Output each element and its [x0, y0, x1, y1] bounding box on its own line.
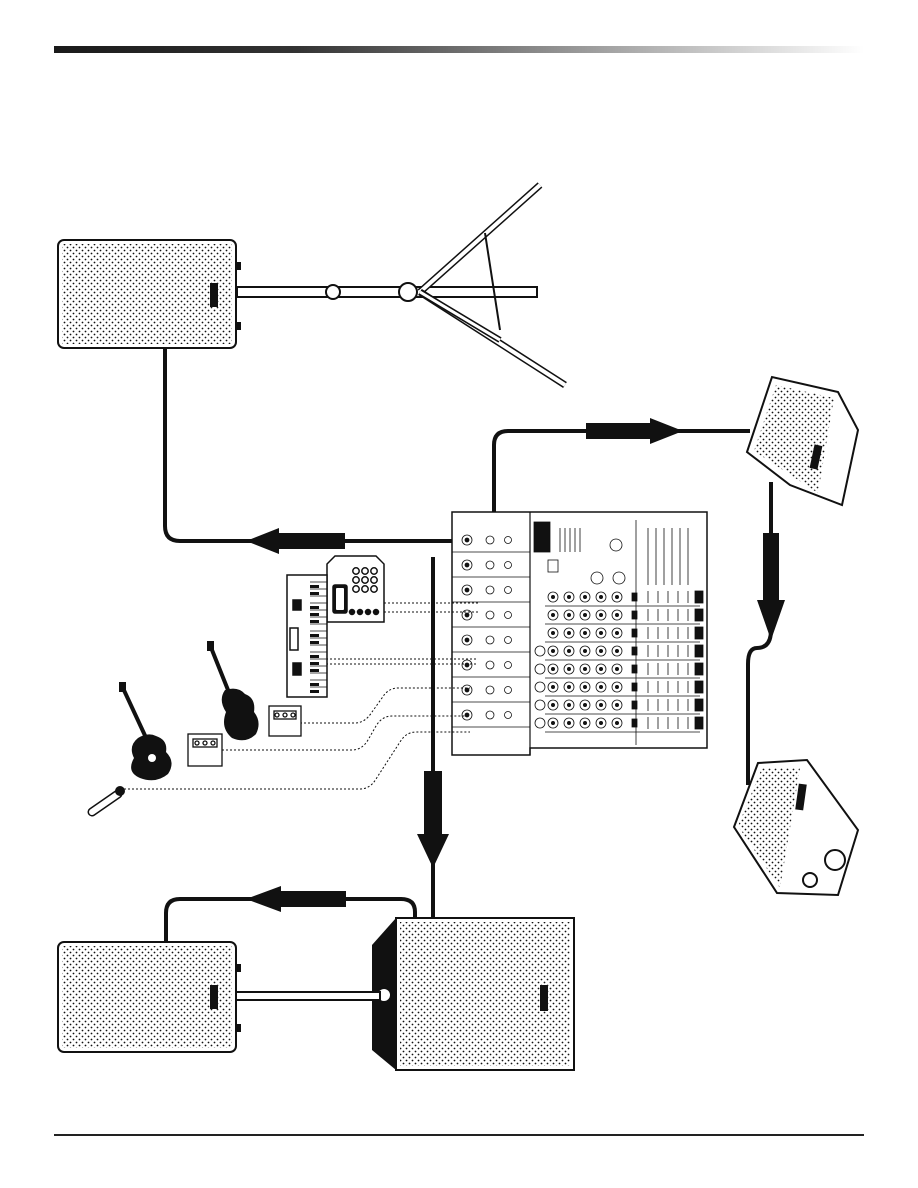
footer-rule	[54, 1134, 864, 1136]
di-box-2	[188, 734, 222, 766]
cable-monitor-chain	[748, 482, 771, 785]
arrow-left-icon	[246, 886, 346, 912]
arrow-left-icon	[246, 528, 345, 554]
main-speaker-bottom-left	[58, 942, 380, 1052]
cable-mixer-to-main-top	[165, 347, 462, 541]
speaker-pole	[236, 992, 380, 1000]
header-bar	[54, 46, 864, 53]
keyboard	[287, 575, 327, 697]
brand-badge	[210, 283, 218, 307]
microphone	[92, 786, 125, 812]
arrow-down-icon	[757, 533, 785, 640]
subwoofer	[372, 918, 574, 1070]
monitor-lower-right	[734, 760, 858, 895]
speaker-grille	[62, 244, 232, 344]
drum-machine	[327, 556, 384, 622]
di-box-1	[269, 706, 301, 736]
mixer	[452, 512, 707, 755]
monitor-upper-right	[747, 377, 858, 505]
arrow-down-icon	[417, 771, 449, 868]
arrow-right-icon	[586, 418, 683, 444]
main-speaker-top-left	[58, 185, 565, 385]
tripod-stand	[237, 185, 565, 385]
acoustic-guitar	[119, 682, 172, 780]
electric-guitar	[207, 641, 259, 740]
